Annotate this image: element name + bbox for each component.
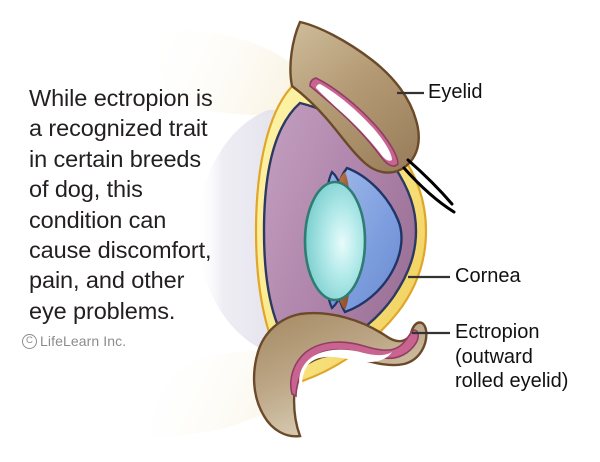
copyright-notice: C LifeLearn Inc. [22, 333, 126, 349]
lens [303, 180, 367, 302]
eyelash-upper-2 [402, 166, 456, 214]
copyright-text: LifeLearn Inc. [40, 333, 127, 349]
background-glow-upper [150, 29, 312, 115]
upper-eyelid [289, 20, 420, 174]
label-ectropion: Ectropion (outward rolled eyelid) [455, 321, 569, 392]
label-cornea: Cornea [455, 265, 521, 287]
description-text: While ectropion is a recognized trait in… [29, 85, 213, 324]
eyelash-upper-1 [406, 158, 454, 206]
lower-eyelid-conjunctival-space [299, 349, 392, 388]
upper-eyelid-conjunctival-space [316, 84, 392, 161]
copyright-icon: C [22, 333, 37, 349]
lower-eyelid-ectropion [252, 312, 428, 438]
label-eyelid: Eyelid [428, 81, 483, 103]
